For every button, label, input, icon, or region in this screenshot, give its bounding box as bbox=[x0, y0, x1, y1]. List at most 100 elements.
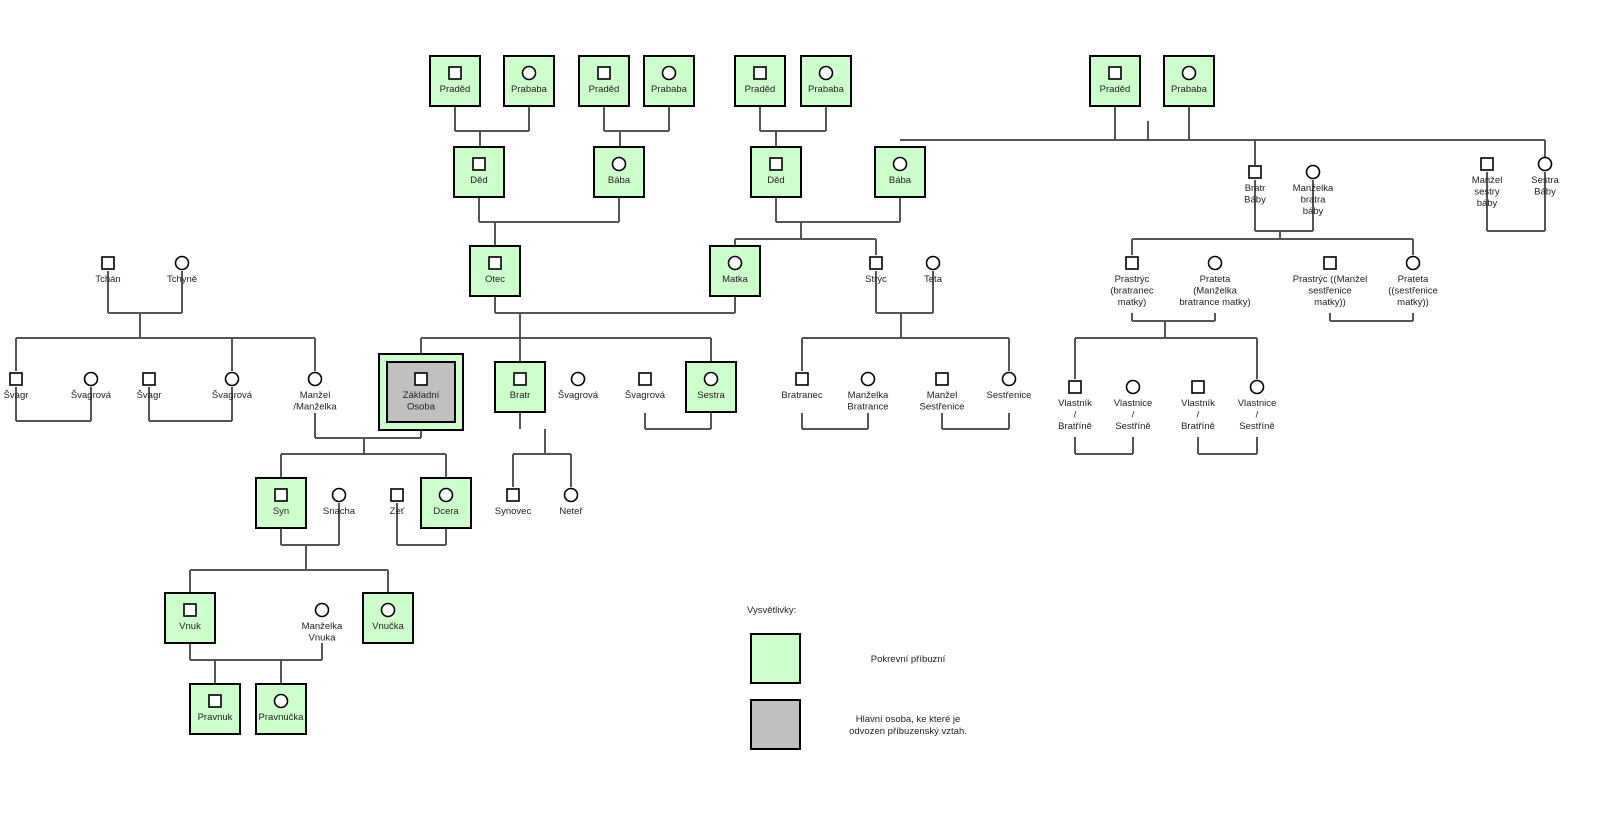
person-vnuk: Vnuk bbox=[164, 592, 216, 644]
male-square-icon bbox=[1480, 157, 1494, 171]
person-label: matky) bbox=[1118, 297, 1147, 308]
person-label: Bratrance bbox=[847, 402, 888, 413]
legend-swatch bbox=[750, 633, 801, 684]
person-pravnuk: Pravnuk bbox=[189, 683, 241, 735]
person-label: Syn bbox=[273, 506, 289, 517]
female-circle-icon bbox=[860, 371, 876, 387]
female-circle-icon bbox=[1207, 255, 1223, 271]
person-label: Snacha bbox=[323, 506, 356, 517]
male-square-icon bbox=[1323, 256, 1337, 270]
person-label: Švagrová bbox=[625, 390, 666, 401]
person-vlastnik1: Vlastník/Bratříně bbox=[1058, 380, 1092, 432]
female-circle-icon bbox=[380, 602, 396, 618]
male-square-icon bbox=[1191, 380, 1205, 394]
female-circle-icon bbox=[438, 487, 454, 503]
person-label: Vnučka bbox=[372, 621, 404, 632]
male-square-icon bbox=[101, 256, 115, 270]
person-label: Pravnuk bbox=[198, 712, 233, 723]
person-label: Děd bbox=[767, 175, 784, 186]
female-circle-icon bbox=[1537, 156, 1553, 172]
person-label: Praděd bbox=[440, 84, 471, 95]
person-pradedF1: Praděd bbox=[429, 55, 481, 107]
person-label: Vnuka bbox=[309, 633, 337, 644]
person-label: Prababa bbox=[651, 84, 688, 95]
person-label: Synovec bbox=[495, 506, 532, 517]
person-label: Bába bbox=[608, 175, 631, 186]
person-sestra: Sestra bbox=[685, 361, 737, 413]
person-tchan: Tchán bbox=[95, 256, 121, 285]
person-label: Otec bbox=[485, 274, 505, 285]
person-label: Tchán bbox=[95, 274, 120, 285]
person-label: Vlastník bbox=[1058, 398, 1092, 409]
female-circle-icon bbox=[331, 487, 347, 503]
male-square-icon bbox=[448, 66, 462, 80]
person-prababaF1: Prababa bbox=[503, 55, 555, 107]
blood-relative-box bbox=[469, 245, 521, 297]
person-svagr1: Švagr bbox=[4, 372, 28, 401]
female-circle-icon bbox=[563, 487, 579, 503]
female-circle-icon bbox=[1405, 255, 1421, 271]
person-svagr2: Švagr bbox=[137, 372, 161, 401]
female-circle-icon bbox=[307, 371, 323, 387]
female-circle-icon bbox=[818, 65, 834, 81]
blood-relative-box bbox=[709, 245, 761, 297]
male-square-icon bbox=[513, 372, 527, 386]
person-matka: Matka bbox=[709, 245, 761, 297]
blood-relative-box bbox=[685, 361, 737, 413]
female-circle-icon bbox=[1001, 371, 1017, 387]
person-label: Báby bbox=[1534, 187, 1556, 198]
person-stryc: Strýc bbox=[865, 256, 887, 285]
male-square-icon bbox=[414, 372, 428, 386]
person-label: Švagrová bbox=[558, 390, 599, 401]
person-label: Osoba bbox=[407, 402, 436, 413]
male-square-icon bbox=[142, 372, 156, 386]
female-circle-icon bbox=[174, 255, 190, 271]
female-circle-icon bbox=[1305, 164, 1321, 180]
female-circle-icon bbox=[273, 693, 289, 709]
male-square-icon bbox=[753, 66, 767, 80]
person-label: báby bbox=[1477, 198, 1498, 209]
person-label: Manželka bbox=[302, 621, 343, 632]
blood-relative-box bbox=[643, 55, 695, 107]
person-label: Vlastník bbox=[1181, 398, 1215, 409]
male-square-icon bbox=[1108, 66, 1122, 80]
person-pradedM1: Praděd bbox=[734, 55, 786, 107]
blood-relative-box bbox=[874, 146, 926, 198]
legend-title: Vysvětlivky: bbox=[747, 605, 796, 616]
female-circle-icon bbox=[703, 371, 719, 387]
male-square-icon bbox=[488, 256, 502, 270]
male-square-icon bbox=[1125, 256, 1139, 270]
person-label: / bbox=[1197, 410, 1200, 421]
person-pradedF2: Praděd bbox=[578, 55, 630, 107]
female-circle-icon bbox=[925, 255, 941, 271]
person-label: Pravnučka bbox=[259, 712, 305, 723]
female-circle-icon bbox=[1181, 65, 1197, 81]
person-label: Prababa bbox=[511, 84, 548, 95]
person-label: Prateta bbox=[1200, 274, 1231, 285]
person-tchyne: Tchyně bbox=[167, 255, 197, 285]
female-circle-icon bbox=[892, 156, 908, 172]
male-square-icon bbox=[597, 66, 611, 80]
person-label: Sestra bbox=[1531, 175, 1559, 186]
person-label: Prababa bbox=[808, 84, 845, 95]
person-label: matky)) bbox=[1397, 297, 1429, 308]
person-label: sestry bbox=[1474, 187, 1500, 198]
blood-relative-box bbox=[800, 55, 852, 107]
female-circle-icon bbox=[570, 371, 586, 387]
male-square-icon bbox=[769, 157, 783, 171]
legend-swatch bbox=[750, 699, 801, 750]
person-label: ((sestřenice bbox=[1388, 286, 1438, 297]
person-label: Vnuk bbox=[179, 621, 201, 632]
male-square-icon bbox=[9, 372, 23, 386]
male-square-icon bbox=[208, 694, 222, 708]
person-label: Strýc bbox=[865, 274, 887, 285]
person-label: Sestřenice bbox=[920, 402, 965, 413]
person-label: bratrance matky) bbox=[1179, 297, 1250, 308]
legend-label: odvozen příbuzenský vztah. bbox=[849, 726, 967, 737]
male-square-icon bbox=[1068, 380, 1082, 394]
person-label: Prastrýc bbox=[1115, 274, 1150, 285]
person-label: Bratr bbox=[1245, 183, 1266, 194]
